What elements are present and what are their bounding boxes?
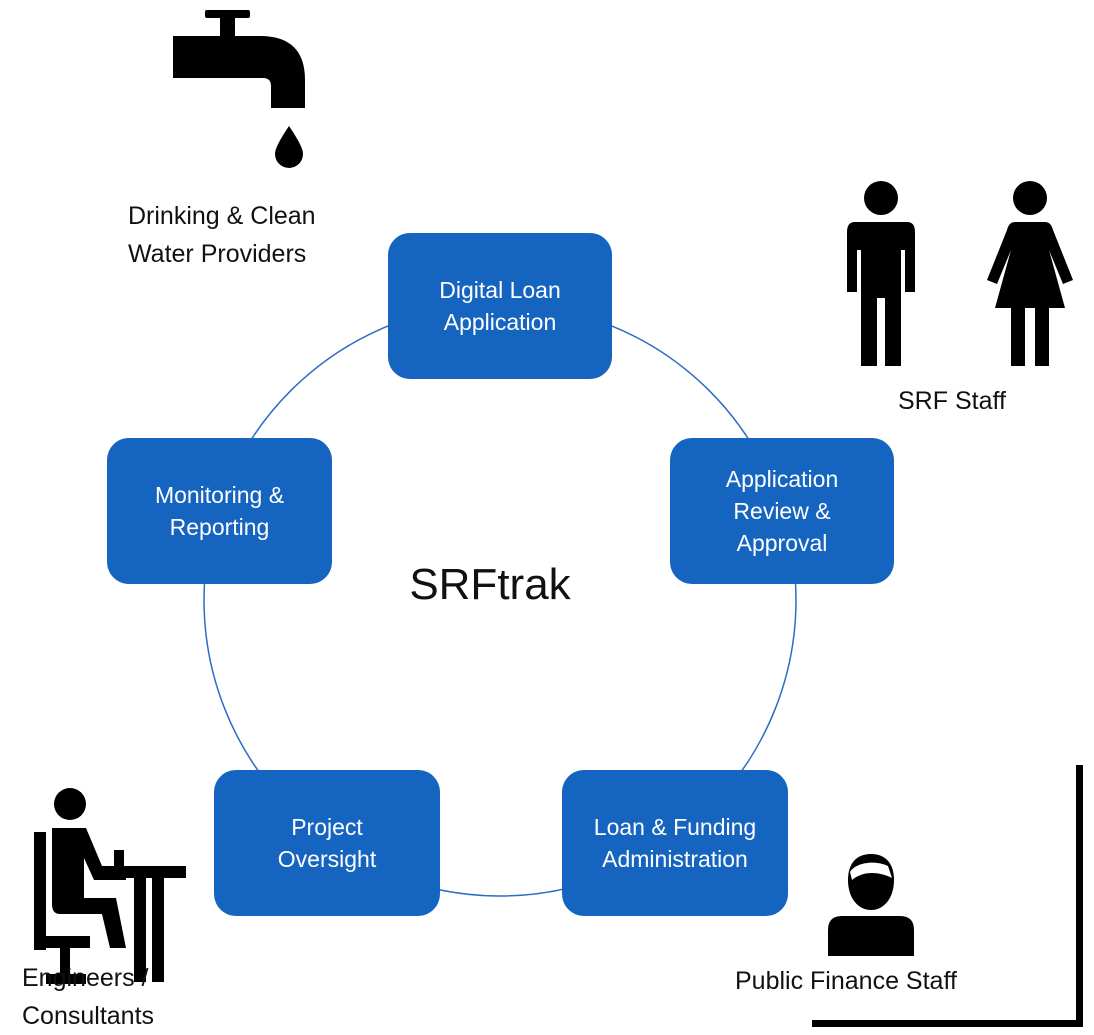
person-at-desk-icon (34, 788, 186, 984)
frame-border-horizontal (812, 1020, 1083, 1027)
man-icon (847, 181, 915, 366)
node-application-review-approval: Application Review & Approval (670, 438, 894, 584)
label-public-finance-staff: Public Finance Staff (735, 967, 957, 995)
node-loan-funding-administration: Loan & Funding Administration (562, 770, 788, 916)
label-engineers-consultants: Engineers / Consultants (22, 964, 155, 1030)
water-faucet-icon (173, 10, 305, 168)
node-monitoring-reporting: Monitoring & Reporting (107, 438, 332, 584)
label-water-providers: Drinking & Clean Water Providers (128, 202, 316, 268)
user-icon (828, 854, 914, 956)
frame-border-vertical (1076, 765, 1083, 1027)
center-title: SRFtrak (409, 560, 571, 609)
node-digital-loan-application: Digital Loan Application (388, 233, 612, 379)
node-project-oversight: Project Oversight (214, 770, 440, 916)
label-srf-staff: SRF Staff (898, 387, 1006, 415)
woman-icon (987, 181, 1073, 366)
